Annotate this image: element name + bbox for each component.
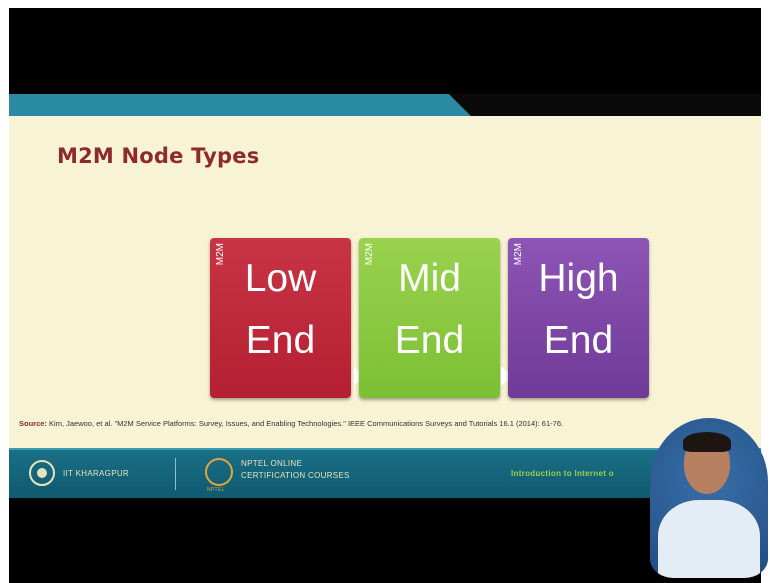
source-label: Source: <box>19 419 47 428</box>
slide-title: M2M Node Types <box>57 144 260 168</box>
nptel-line1: NPTEL ONLINE <box>241 459 303 468</box>
box-label-line2: End <box>543 319 614 362</box>
source-text: Kim, Jaewoo, et al. "M2M Service Platfor… <box>49 419 564 428</box>
footer-bar: IIT KHARAGPUR NPTEL NPTEL ONLINE CERTIFI… <box>9 448 761 498</box>
presenter-shirt <box>658 500 760 578</box>
box-label-line1: High <box>538 257 619 300</box>
box-label-line1: Mid <box>398 257 461 300</box>
slide: M2M Node Types M2M Low End M2M Mid End M… <box>9 116 761 448</box>
box-label-line2: End <box>394 319 465 362</box>
footer-divider <box>175 458 176 490</box>
box-label-line2: End <box>245 319 316 362</box>
video-frame: M2M Node Types M2M Low End M2M Mid End M… <box>9 8 761 583</box>
box-label-line1: Low <box>244 257 317 300</box>
presenter-video-inset <box>650 418 768 578</box>
nptel-logo-icon <box>205 458 233 486</box>
source-citation: Source: Kim, Jaewoo, et al. "M2M Service… <box>19 418 754 429</box>
high-end-box: M2M High End <box>508 238 649 398</box>
nptel-small-label: NPTEL <box>207 487 225 493</box>
iit-logo-icon <box>29 460 55 486</box>
institute-name: IIT KHARAGPUR <box>63 469 129 478</box>
course-title: Introduction to Internet o <box>511 469 614 478</box>
mid-end-box: M2M Mid End <box>359 238 500 398</box>
low-end-box: M2M Low End <box>210 238 351 398</box>
presenter-hair <box>683 432 731 452</box>
nptel-line2: CERTIFICATION COURSES <box>241 471 350 480</box>
header-stripe <box>9 94 761 116</box>
